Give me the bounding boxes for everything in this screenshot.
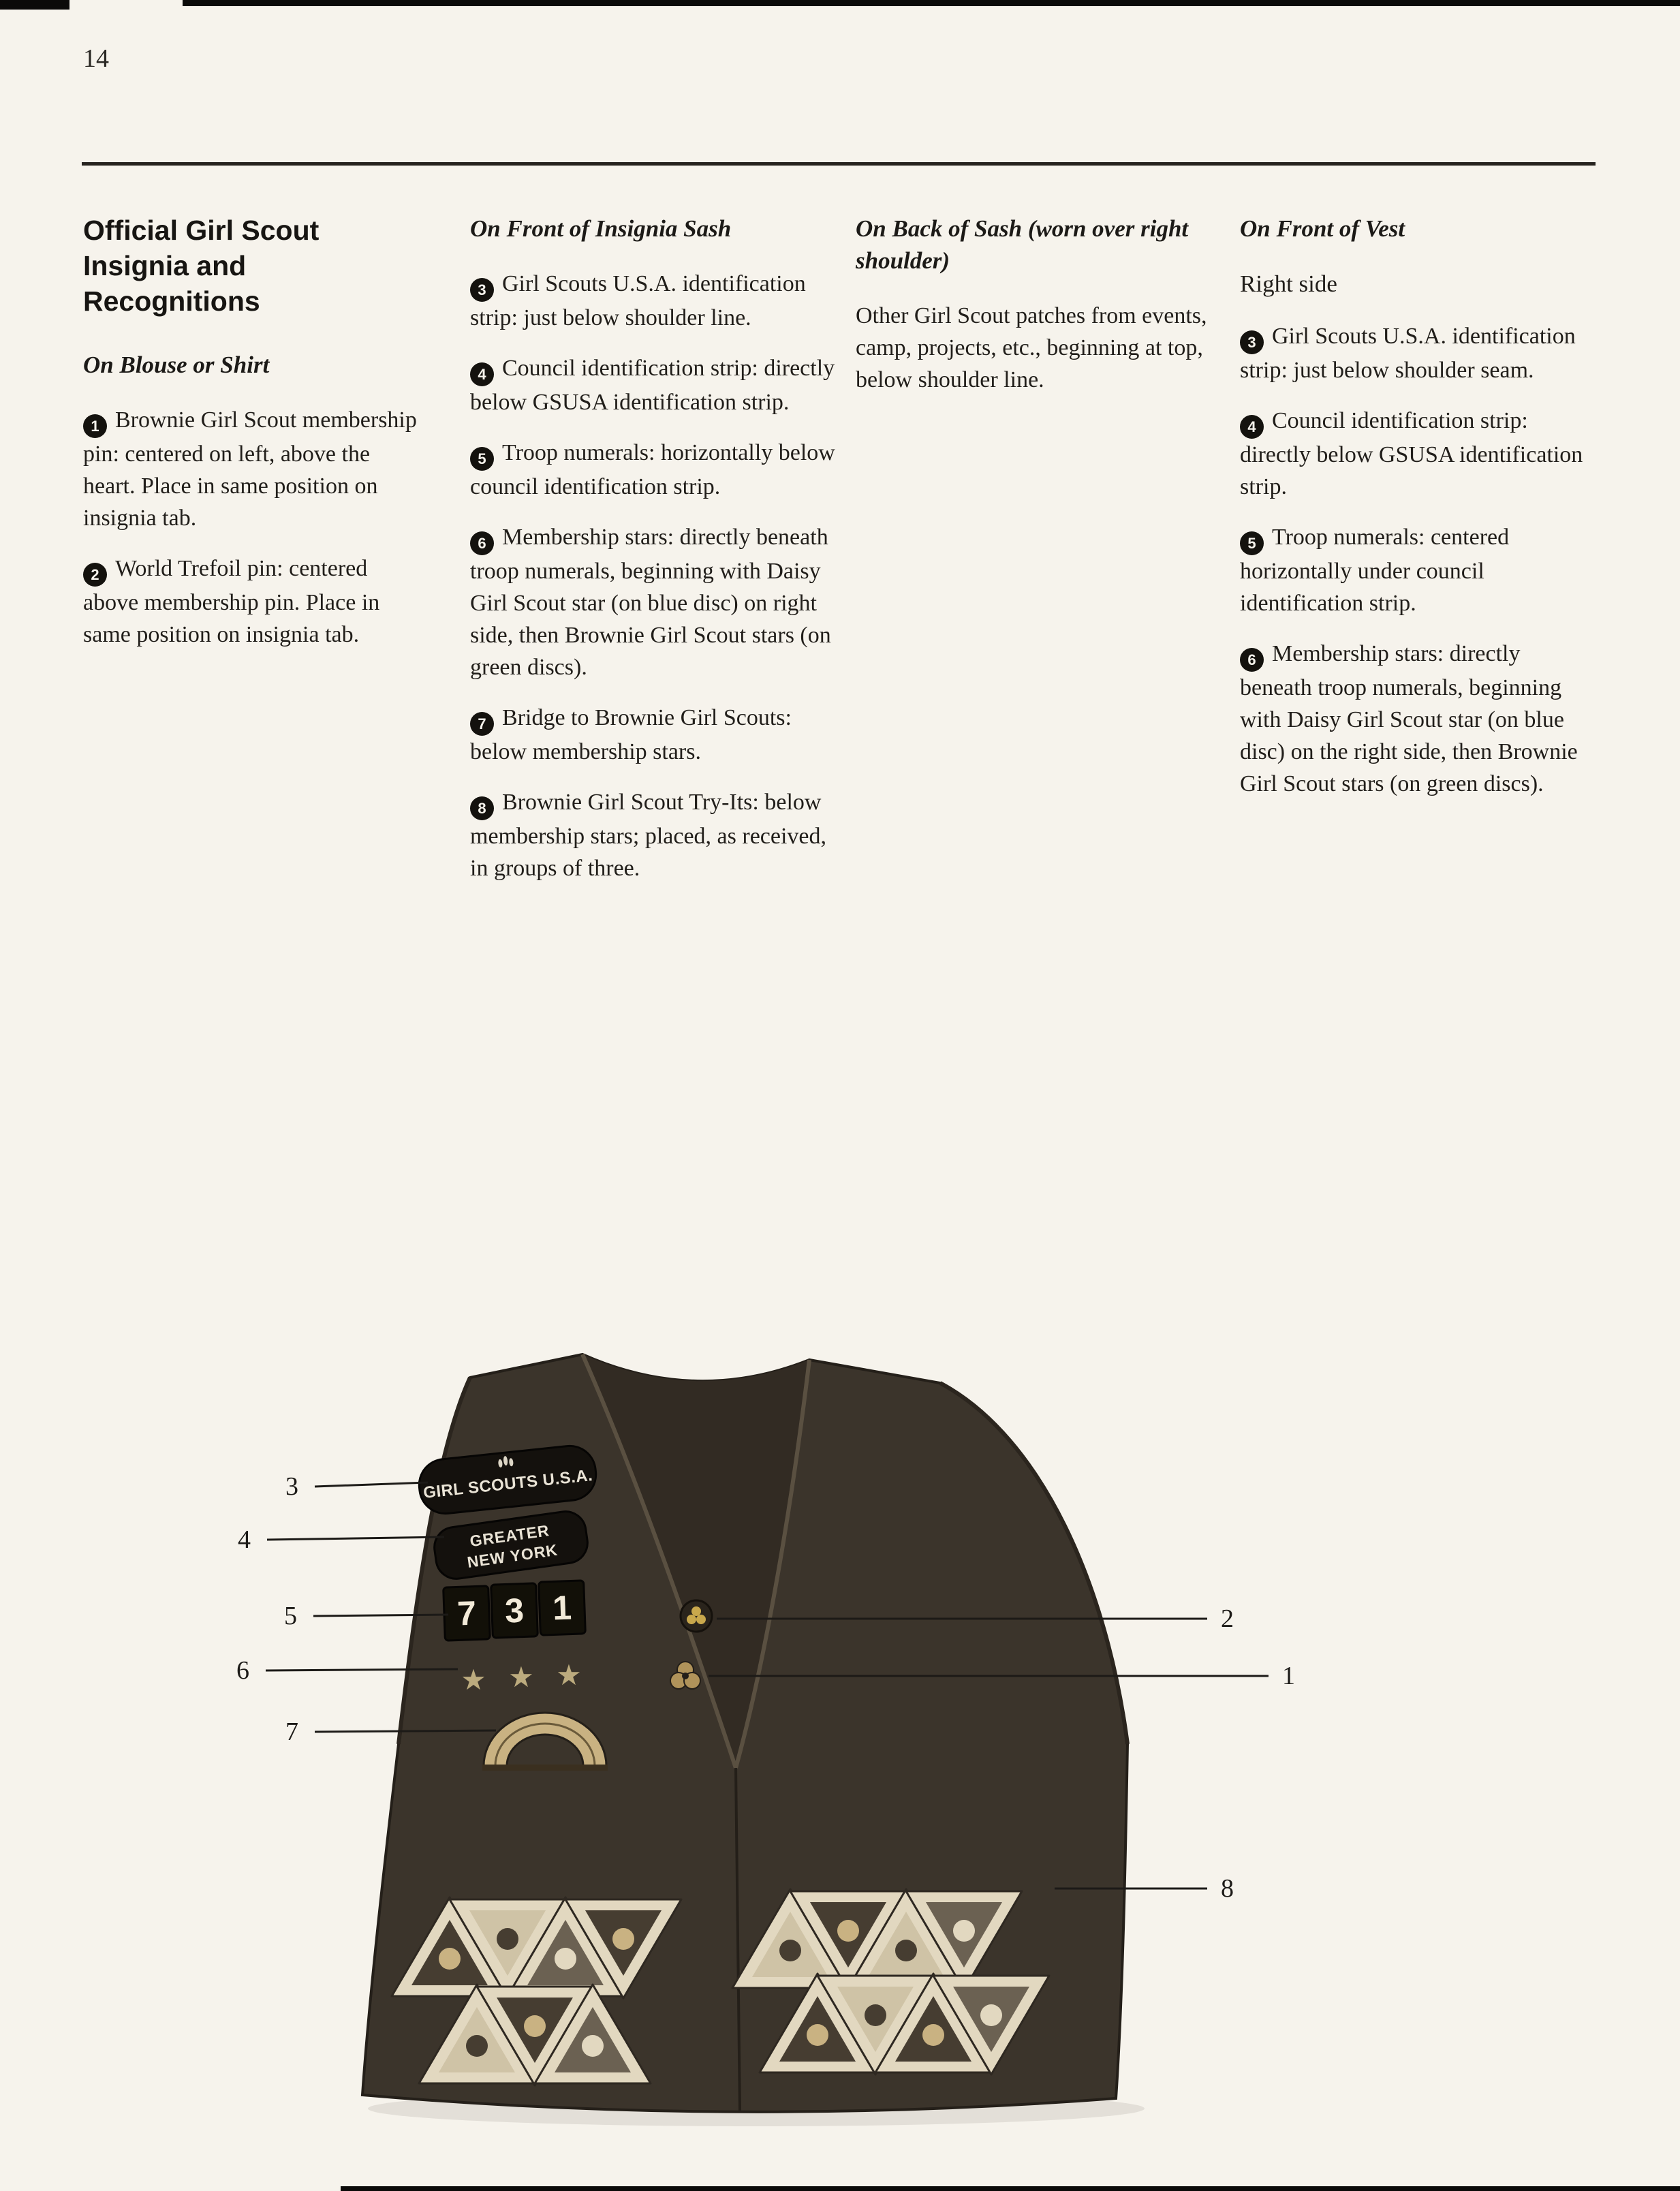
try-it-patches-left-group — [390, 1896, 683, 2087]
scan-artifact-bottom — [341, 2186, 1680, 2191]
item-bullet: 5 — [1240, 531, 1264, 555]
divider-rule — [82, 162, 1596, 166]
item-bullet: 5 — [470, 447, 494, 471]
back-of-sash-text: Other Girl Scout patches from events, ca… — [856, 303, 1207, 392]
try-it-patch — [758, 1972, 877, 2074]
try-it-patch — [932, 1974, 1051, 2076]
membership-stars: ★ ★ ★ — [461, 1660, 582, 1696]
try-it-patch — [390, 1896, 509, 1998]
try-it-patch — [789, 1890, 907, 1991]
subheading-on-blouse-or-shirt: On Blouse or Shirt — [83, 352, 270, 378]
membership-star-icon: ★ — [508, 1662, 534, 1694]
world-trefoil-pin-icon — [679, 1599, 713, 1633]
scan-artifact-top — [183, 0, 1680, 6]
troop-numeral-digit: 1 — [552, 1589, 572, 1628]
scan-artifact-top-left — [0, 0, 69, 10]
vneck-opening — [582, 1354, 809, 1768]
try-it-patch — [564, 1898, 683, 2000]
left-panel-edge — [580, 1353, 738, 1769]
subheading-front-of-insignia-sash: On Front of Insignia Sash — [470, 215, 732, 242]
item-text: Council identification strip: directly b… — [1240, 408, 1583, 499]
right-panel-edge — [734, 1359, 811, 1769]
gsusa-id-strip-patch: GIRL SCOUTS U.S.A. — [418, 1444, 597, 1515]
item-text: Bridge to Brownie Girl Scouts: below mem… — [470, 705, 792, 764]
troop-numeral-digit: 3 — [504, 1591, 525, 1630]
column-back-of-sash: On Back of Sash (worn over right shoulde… — [856, 213, 1213, 414]
callout-number-4: 4 — [238, 1525, 251, 1554]
callout-number-6: 6 — [236, 1656, 249, 1685]
right-side-label: Right side — [1240, 270, 1337, 297]
callout-number-7: 7 — [285, 1718, 298, 1746]
try-it-patch — [418, 1983, 536, 2085]
callout-number-1: 1 — [1282, 1662, 1295, 1690]
callout-number-2: 2 — [1221, 1604, 1234, 1633]
item-text: Brownie Girl Scout membership pin: cente… — [83, 407, 417, 531]
bridge-patch — [482, 1711, 608, 1771]
item-bullet: 1 — [83, 414, 107, 438]
council-id-strip-patch: GREATER NEW YORK — [433, 1510, 589, 1580]
callout-number-8: 8 — [1221, 1874, 1234, 1903]
troop-numerals: 7 3 1 — [442, 1579, 587, 1642]
left-armhole — [396, 1376, 472, 1745]
item-text: World Trefoil pin: centered above member… — [83, 556, 380, 647]
item-text: Troop numerals: centered horizontally un… — [1240, 525, 1510, 616]
item-text: Brownie Girl Scout Try-Its: below member… — [470, 790, 827, 881]
column-blouse-or-shirt: Official Girl Scout Insignia and Recogni… — [83, 213, 427, 669]
item-bullet: 3 — [1240, 330, 1264, 354]
item-text: Council identification strip: directly b… — [470, 356, 835, 415]
vest-illustration: GIRL SCOUTS U.S.A. GREATER NEW YORK 7 3 … — [236, 1352, 1295, 2126]
item-text: Girl Scouts U.S.A. identification strip:… — [1240, 324, 1576, 383]
item-bullet: 8 — [470, 796, 494, 820]
trefoil-mark-icon — [498, 1456, 514, 1467]
subheading-back-of-sash: On Back of Sash (worn over right shoulde… — [856, 215, 1189, 274]
troop-numeral-digit: 7 — [456, 1594, 477, 1633]
membership-star-icon: ★ — [461, 1665, 486, 1696]
callout-number-5: 5 — [284, 1602, 297, 1630]
membership-star-icon: ★ — [556, 1660, 582, 1692]
item-text: Membership stars: directly beneath troop… — [1240, 641, 1578, 796]
item-bullet: 2 — [83, 563, 107, 587]
callout-number-3: 3 — [285, 1472, 298, 1501]
right-armhole — [939, 1381, 1130, 1745]
item-text: Troop numerals: horizontally below counc… — [470, 440, 835, 499]
item-text: Membership stars: directly beneath troop… — [470, 525, 831, 680]
item-bullet: 3 — [470, 278, 494, 302]
item-text: Girl Scouts U.S.A. identification strip:… — [470, 271, 806, 330]
center-front-seam — [734, 1767, 741, 2111]
try-it-patch — [905, 1890, 1023, 1991]
brownie-membership-pin-icon — [670, 1661, 701, 1690]
item-bullet: 6 — [1240, 648, 1264, 672]
item-bullet: 6 — [470, 531, 494, 555]
try-it-patch — [847, 1888, 965, 1989]
section-heading: Official Girl Scout Insignia and Recogni… — [83, 215, 320, 317]
try-it-patch — [448, 1898, 567, 2000]
item-bullet: 4 — [1240, 415, 1264, 439]
callout-lines — [265, 1481, 1269, 1890]
try-it-patch — [533, 1983, 652, 2085]
try-it-patch — [476, 1985, 594, 2087]
try-it-patches-right-group — [731, 1888, 1051, 2076]
page-number: 14 — [83, 44, 109, 73]
item-bullet: 4 — [470, 362, 494, 386]
subheading-front-of-vest: On Front of Vest — [1240, 215, 1405, 242]
item-bullet: 7 — [470, 712, 494, 736]
